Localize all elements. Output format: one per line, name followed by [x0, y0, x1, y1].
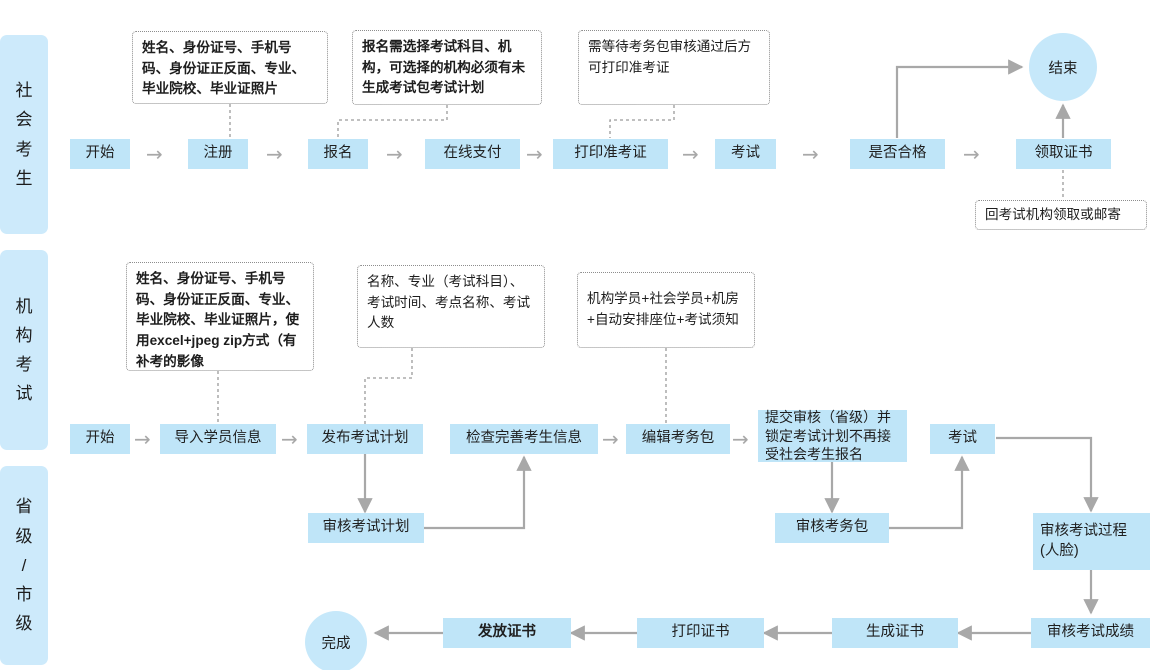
node-r2-editpkg[interactable]: 编辑考务包: [626, 424, 730, 454]
swimlane-candidate: 社 会 考 生: [0, 35, 48, 234]
arrow-r1-1: →: [146, 142, 163, 166]
node-r1-print[interactable]: 打印准考证: [553, 139, 668, 169]
node-r2-exam[interactable]: 考试: [930, 424, 995, 454]
node-r2-auditplan[interactable]: 审核考试计划: [308, 513, 424, 543]
arrow-r2-4: →: [732, 427, 749, 451]
node-r3-gencert[interactable]: 生成证书: [832, 618, 958, 648]
node-r1-cert[interactable]: 领取证书: [1016, 139, 1111, 169]
node-r2-auditpkg[interactable]: 审核考务包: [775, 513, 889, 543]
swimlane-province: 省 级 / 市 级: [0, 466, 48, 665]
node-r3-printcert[interactable]: 打印证书: [637, 618, 764, 648]
swimlane-institution: 机 构 考 试: [0, 250, 48, 450]
arrow-r1-6: →: [802, 142, 819, 166]
note-register-fields: 姓名、身份证号、手机号码、身份证正反面、专业、毕业院校、毕业证照片: [132, 31, 328, 104]
node-r1-pay[interactable]: 在线支付: [425, 139, 520, 169]
note-print-rule: 需等待考务包审核通过后方可打印准考证: [578, 30, 770, 105]
node-r2-submit[interactable]: 提交审核（省级）并锁定考试计划不再接受社会考生报名: [758, 409, 907, 462]
swimlane-province-label: 省 级 / 市 级: [15, 497, 33, 634]
arrow-r2-1: →: [134, 427, 151, 451]
node-r2-publish[interactable]: 发布考试计划: [307, 424, 423, 454]
terminator-r1-end[interactable]: 结束: [1029, 33, 1097, 101]
node-r2-start[interactable]: 开始: [70, 424, 130, 454]
arrow-r1-2: →: [266, 142, 283, 166]
node-r1-exam[interactable]: 考试: [715, 139, 776, 169]
arrow-r1-5: →: [682, 142, 699, 166]
node-r1-signup[interactable]: 报名: [308, 139, 368, 169]
node-r2-auditprocess[interactable]: 审核考试过程 (人脸): [1033, 513, 1150, 570]
node-r2-check[interactable]: 检查完善考生信息: [450, 424, 598, 454]
arrow-r1-7: →: [963, 142, 980, 166]
note-signup-rule: 报名需选择考试科目、机构，可选择的机构必须有未生成考试包考试计划: [352, 30, 542, 105]
swimlane-candidate-label: 社 会 考 生: [15, 81, 33, 188]
node-r3-issuecert[interactable]: 发放证书: [443, 618, 571, 648]
note-student-fields: 姓名、身份证号、手机号码、身份证正反面、专业、毕业院校、毕业证照片，使用exce…: [126, 262, 314, 371]
node-r3-auditscore[interactable]: 审核考试成绩: [1031, 618, 1150, 648]
arrow-r2-2: →: [281, 427, 298, 451]
arrow-r1-3: →: [386, 142, 403, 166]
note-pkg-fields: 机构学员+社会学员+机房+自动安排座位+考试须知: [577, 272, 755, 348]
arrow-r2-3: →: [602, 427, 619, 451]
node-r2-import[interactable]: 导入学员信息: [160, 424, 276, 454]
note-plan-fields: 名称、专业（考试科目）、考试时间、考点名称、考试人数: [357, 265, 545, 348]
note-cert-pickup: 回考试机构领取或邮寄: [975, 200, 1147, 230]
node-r1-register[interactable]: 注册: [188, 139, 248, 169]
swimlane-institution-label: 机 构 考 试: [15, 296, 33, 404]
arrow-r1-4: →: [526, 142, 543, 166]
node-r1-start[interactable]: 开始: [70, 139, 130, 169]
node-r1-qualify[interactable]: 是否合格: [850, 139, 945, 169]
terminator-r3-done[interactable]: 完成: [305, 611, 367, 670]
